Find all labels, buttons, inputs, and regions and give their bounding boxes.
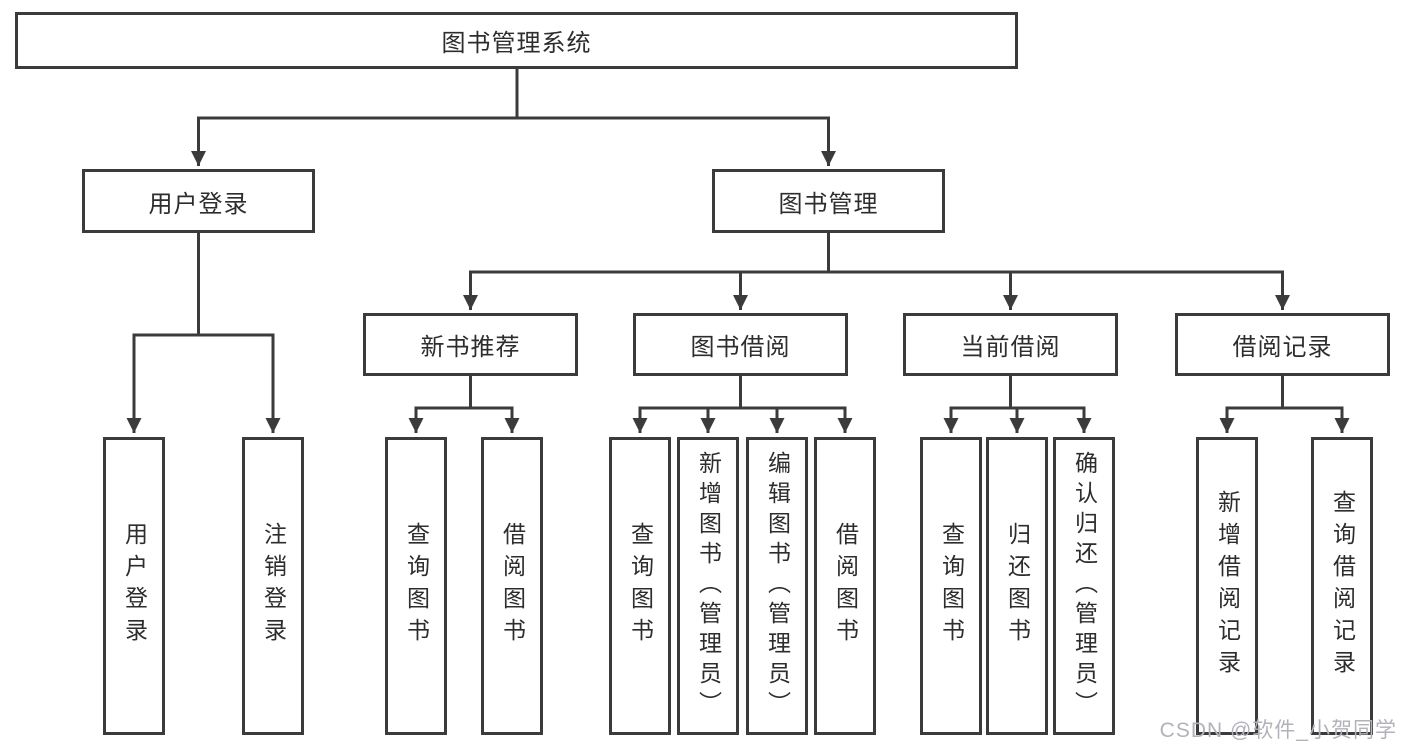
- leaf-return-book-label: 归还图书: [1004, 522, 1031, 650]
- leaf-return-book: 归还图书: [986, 437, 1048, 735]
- leaf-confirm-return-admin-label: 确认归还（管理员）: [1071, 451, 1098, 721]
- node-user-login-label: 用户登录: [148, 190, 249, 218]
- node-current-borrow: 当前借阅: [903, 313, 1118, 376]
- leaf-borrow-query-book-label: 查询图书: [627, 522, 654, 650]
- leaf-user-login-label: 用户登录: [121, 522, 148, 650]
- leaf-user-login: 用户登录: [103, 437, 165, 735]
- leaf-edit-book-admin-label: 编辑图书（管理员）: [764, 451, 791, 721]
- leaf-current-query-book: 查询图书: [920, 437, 982, 735]
- leaf-logout-label: 注销登录: [260, 522, 287, 650]
- leaf-query-borrow-record: 查询借阅记录: [1311, 437, 1373, 735]
- leaf-confirm-return-admin: 确认归还（管理员）: [1053, 437, 1115, 735]
- leaf-add-borrow-record-label: 新增借阅记录: [1214, 490, 1241, 682]
- leaf-borrow-query-book: 查询图书: [609, 437, 671, 735]
- leaf-borrow-book: 借阅图书: [814, 437, 876, 735]
- node-new-book-recommend: 新书推荐: [363, 313, 578, 376]
- leaf-query-borrow-record-label: 查询借阅记录: [1329, 490, 1356, 682]
- node-borrow-records: 借阅记录: [1175, 313, 1390, 376]
- node-book-borrow: 图书借阅: [633, 313, 848, 376]
- node-current-borrow-label: 当前借阅: [960, 334, 1061, 361]
- leaf-add-borrow-record: 新增借阅记录: [1196, 437, 1258, 735]
- node-book-management: 图书管理: [712, 169, 945, 233]
- leaf-borrow-book-label: 借阅图书: [832, 522, 859, 650]
- leaf-current-query-book-label: 查询图书: [938, 522, 965, 650]
- leaf-add-book-admin: 新增图书（管理员）: [677, 437, 739, 735]
- leaf-recommend-query-book: 查询图书: [385, 437, 447, 735]
- leaf-logout: 注销登录: [242, 437, 304, 735]
- leaf-recommend-query-book-label: 查询图书: [403, 522, 430, 650]
- leaf-add-book-admin-label: 新增图书（管理员）: [695, 451, 722, 721]
- node-root: 图书管理系统: [15, 12, 1018, 69]
- node-book-borrow-label: 图书借阅: [690, 334, 791, 361]
- node-borrow-records-label: 借阅记录: [1232, 334, 1333, 361]
- leaf-edit-book-admin: 编辑图书（管理员）: [746, 437, 808, 735]
- node-user-login: 用户登录: [82, 169, 315, 233]
- node-new-book-recommend-label: 新书推荐: [420, 334, 521, 361]
- leaf-recommend-borrow-book: 借阅图书: [481, 437, 543, 735]
- csdn-watermark: CSDN @软件_小贺同学: [1159, 719, 1397, 742]
- node-root-label: 图书管理系统: [441, 30, 592, 57]
- leaf-recommend-borrow-book-label: 借阅图书: [499, 522, 526, 650]
- node-book-management-label: 图书管理: [778, 190, 879, 218]
